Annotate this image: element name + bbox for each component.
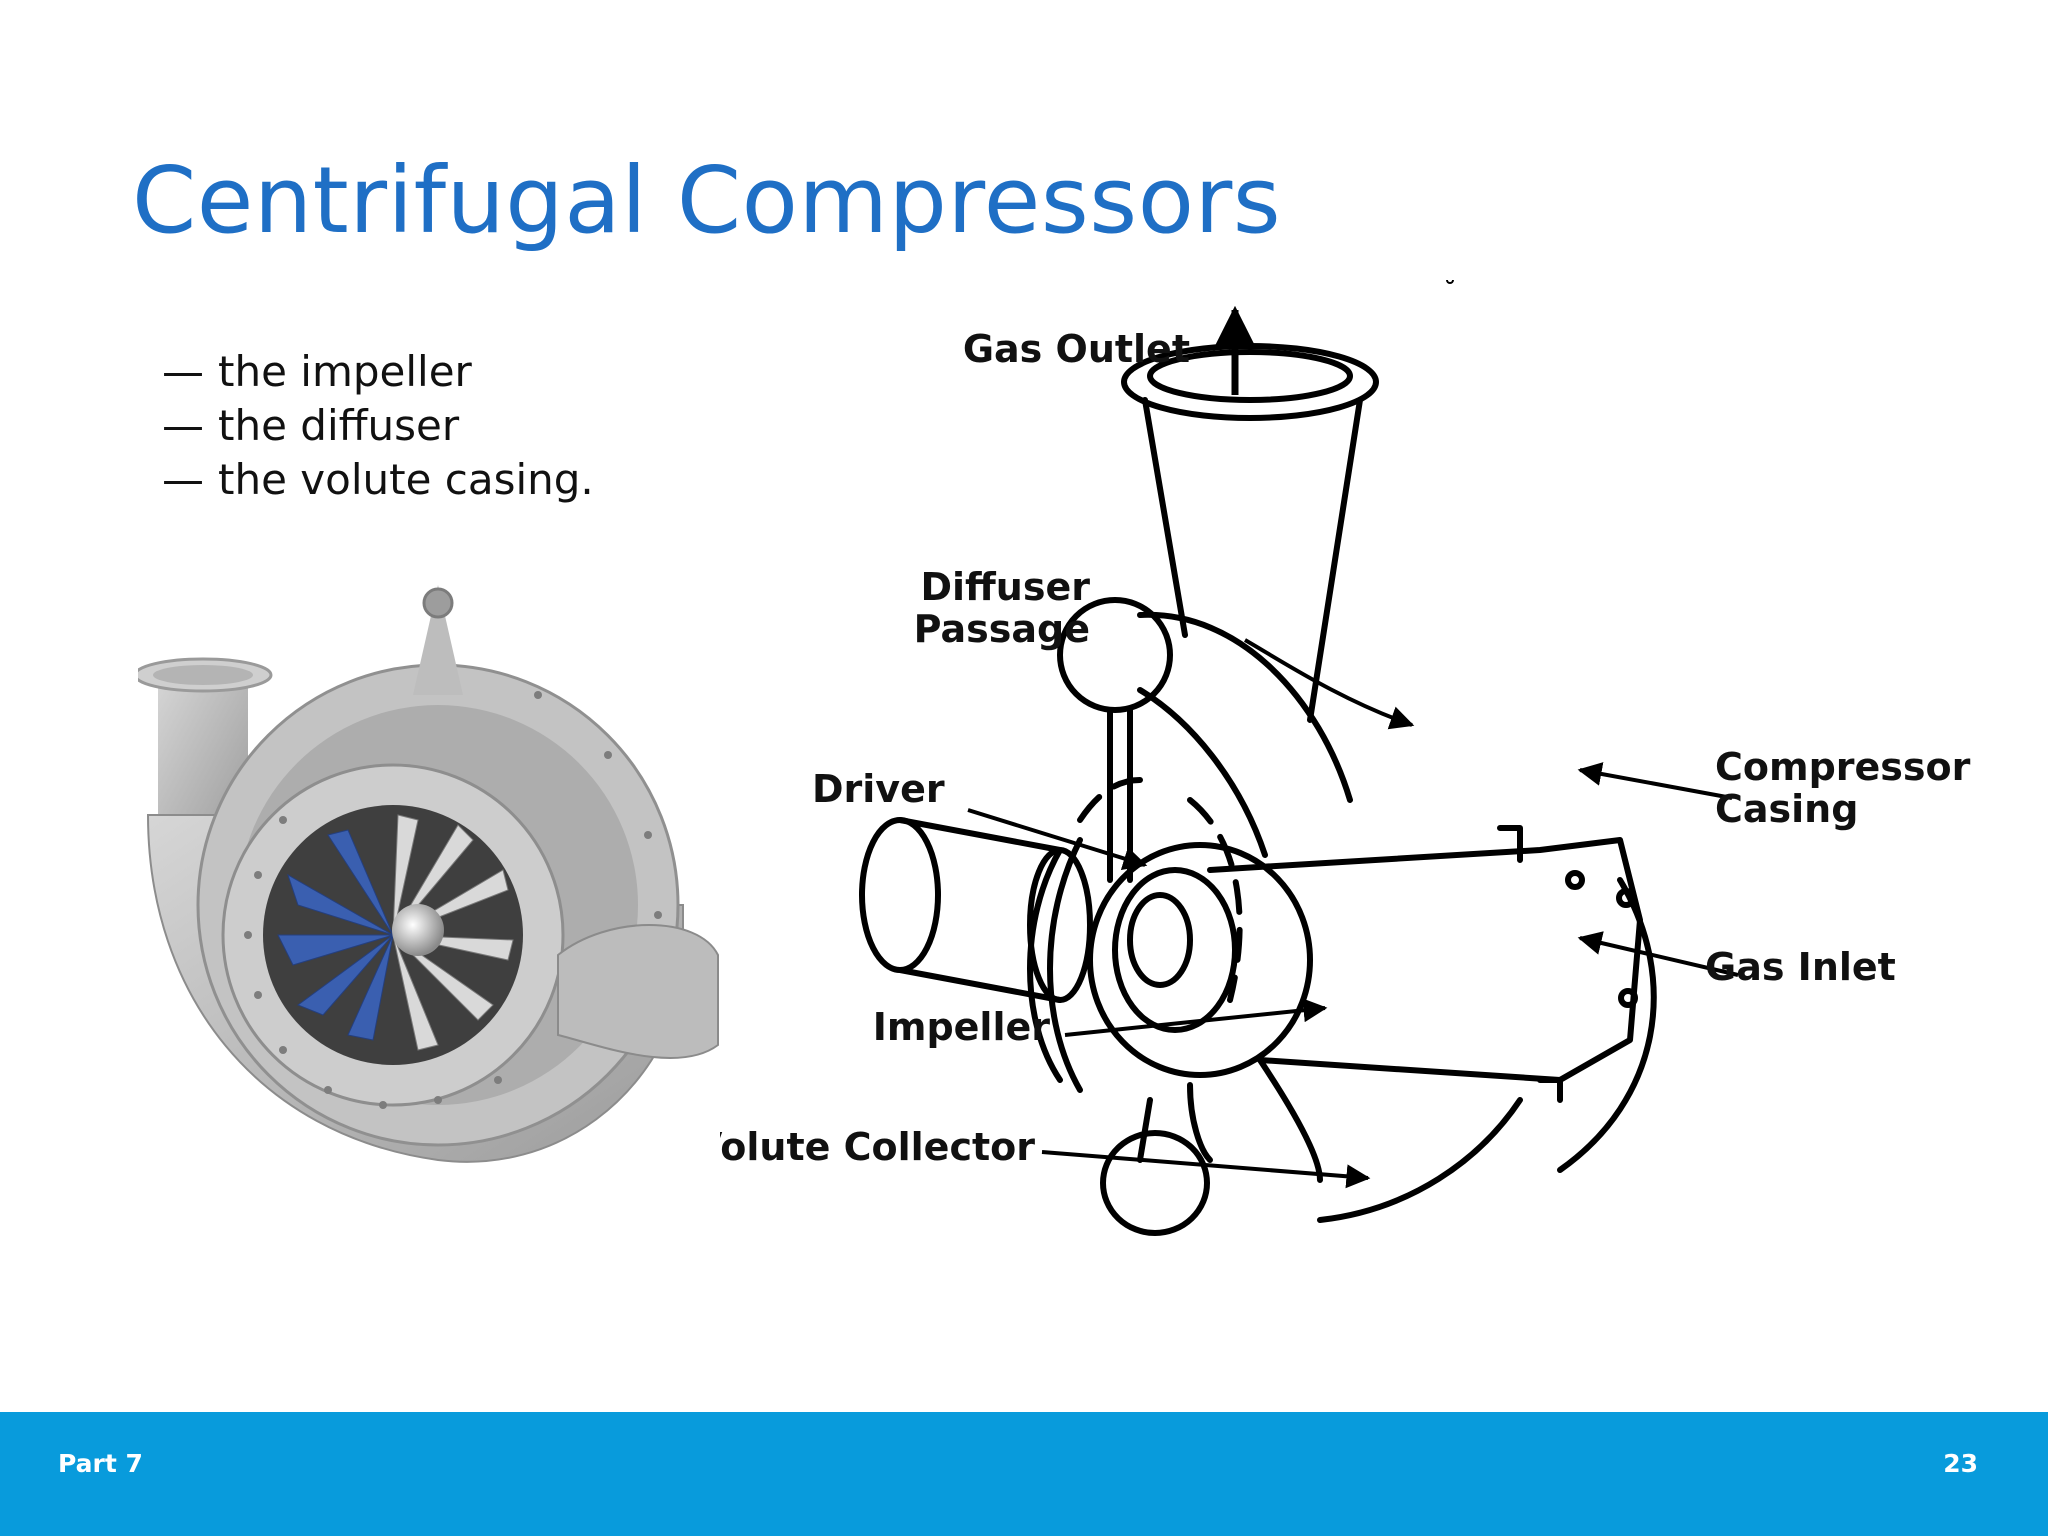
component-list: —the impeller —the diffuser —the volute … — [162, 345, 594, 507]
label-driver: Driver — [812, 767, 945, 811]
list-item: —the diffuser — [162, 401, 460, 450]
list-item: —the volute casing. — [162, 455, 594, 504]
list-item: —the impeller — [162, 347, 472, 396]
label-diffuser-line2: Passage — [914, 607, 1090, 651]
compressor-line-diagram: Gas Outlet Diffuser Passage Compressor C… — [720, 280, 1971, 1236]
compressor-cutaway-image — [138, 585, 719, 1163]
label-impeller: Impeller — [873, 1005, 1051, 1049]
page-number: 23 — [1943, 1449, 1978, 1478]
footer-section: Part 7 — [58, 1449, 143, 1478]
label-compressor-line2: Casing — [1715, 787, 1858, 831]
label-compressor-line1: Compressor — [1715, 745, 1971, 789]
label-gas-inlet: Gas Inlet — [1705, 945, 1896, 989]
label-diffuser-line1: Diffuser — [920, 565, 1090, 609]
label-volute-collector: Volute Collector — [720, 1125, 1035, 1169]
footer-bar — [0, 1412, 2048, 1536]
slide-title: Centrifugal Compressors — [132, 147, 1282, 254]
label-gas-outlet: Gas Outlet — [963, 327, 1190, 371]
